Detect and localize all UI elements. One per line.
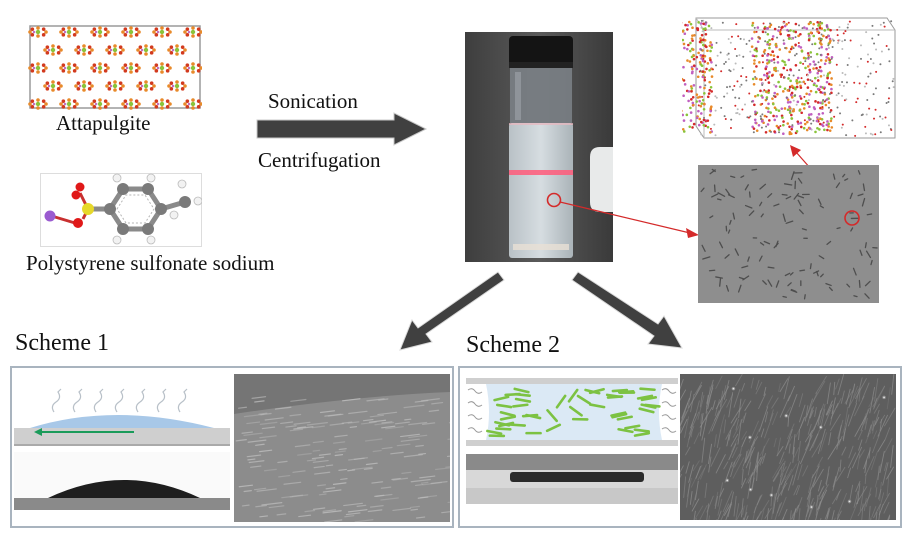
- scheme2-panel: [458, 366, 902, 528]
- vial-dispersion-photo: [465, 32, 613, 262]
- pss-molecule-image: [40, 173, 202, 247]
- attapulgite-structure-image: [28, 24, 202, 110]
- sem-to-md-arrowhead: [790, 145, 801, 157]
- dispersion-sem-image: [698, 165, 879, 303]
- scheme2-branch-arrow: [570, 268, 686, 352]
- sonication-label: Sonication: [268, 89, 358, 113]
- capillary-photo: [466, 454, 678, 504]
- centrifugation-label: Centrifugation: [258, 148, 381, 172]
- attapulgite-label: Attapulgite: [56, 111, 151, 135]
- evaporation-schematic: [14, 368, 230, 448]
- process-arrow: [256, 112, 428, 146]
- scheme2-sem-image: [680, 374, 896, 520]
- confined-evaporation-schematic: [466, 378, 678, 446]
- scheme1-panel: [10, 366, 454, 528]
- scheme2-label: Scheme 2: [466, 332, 560, 358]
- contact-angle-photo: [14, 452, 230, 510]
- pss-label: Polystyrene sulfonate sodium: [26, 251, 275, 275]
- scheme1-branch-arrow: [398, 268, 508, 352]
- scheme1-sem-image: [234, 374, 450, 522]
- scheme1-label: Scheme 1: [15, 330, 109, 356]
- md-simulation-image: [682, 8, 902, 142]
